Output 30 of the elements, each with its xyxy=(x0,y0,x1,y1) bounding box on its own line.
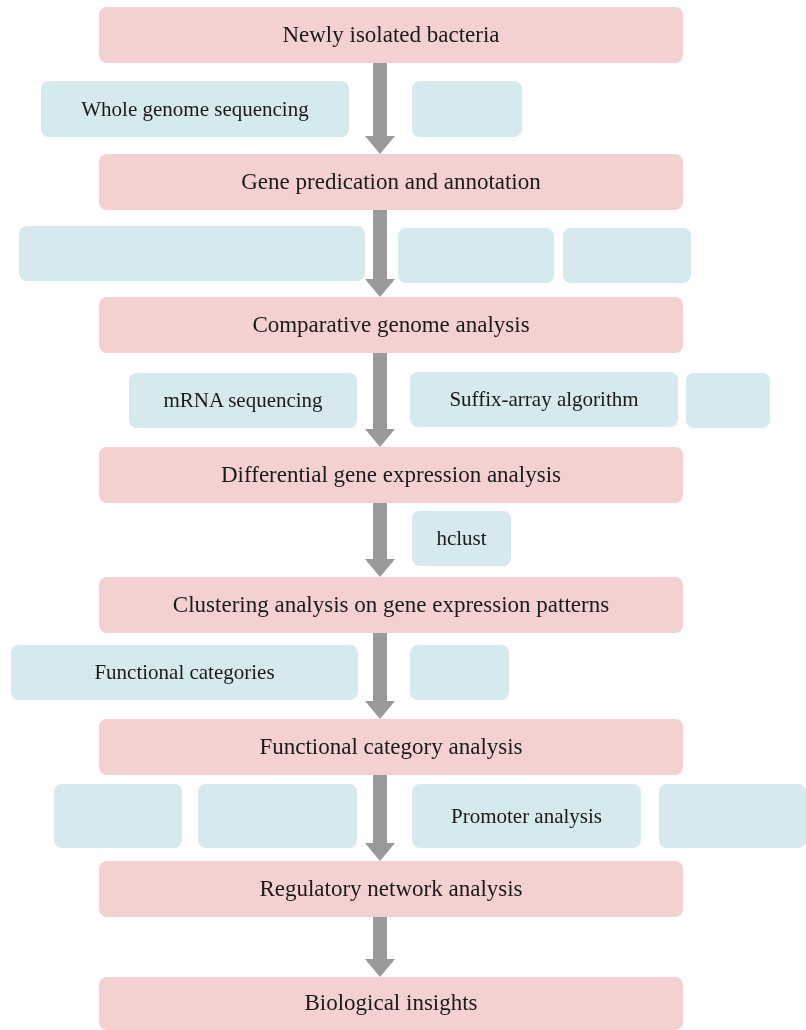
tool-box: hclust xyxy=(412,511,511,566)
step-box: Regulatory network analysis xyxy=(99,861,683,917)
tool-box xyxy=(659,784,806,848)
arrow xyxy=(365,775,395,861)
step-box: Functional category analysis xyxy=(99,719,683,775)
tool-box: mRNA sequencing xyxy=(129,373,357,428)
tool-box: Whole genome sequencing xyxy=(41,81,349,137)
step-box: Differential gene expression analysis xyxy=(99,447,683,503)
tool-box xyxy=(563,228,691,283)
step-box: Gene predication and annotation xyxy=(99,154,683,210)
tool-box xyxy=(686,373,770,428)
tool-box: Functional categories xyxy=(11,645,358,700)
step-box: Newly isolated bacteria xyxy=(99,7,683,63)
tool-box xyxy=(410,645,509,700)
arrow xyxy=(365,63,395,154)
arrow xyxy=(365,503,395,577)
tool-box xyxy=(198,784,357,848)
tool-box: Promoter analysis xyxy=(412,784,641,848)
tool-box xyxy=(19,226,365,281)
arrow xyxy=(365,917,395,977)
step-box: Clustering analysis on gene expression patterns xyxy=(99,577,683,633)
arrow xyxy=(365,633,395,719)
tool-box xyxy=(54,784,182,848)
arrow xyxy=(365,353,395,447)
tool-box xyxy=(398,228,554,283)
arrow xyxy=(365,210,395,297)
tool-box xyxy=(412,81,522,137)
step-box: Comparative genome analysis xyxy=(99,297,683,353)
step-box: Biological insights xyxy=(99,977,683,1030)
tool-box: Suffix-array algorithm xyxy=(410,372,678,427)
